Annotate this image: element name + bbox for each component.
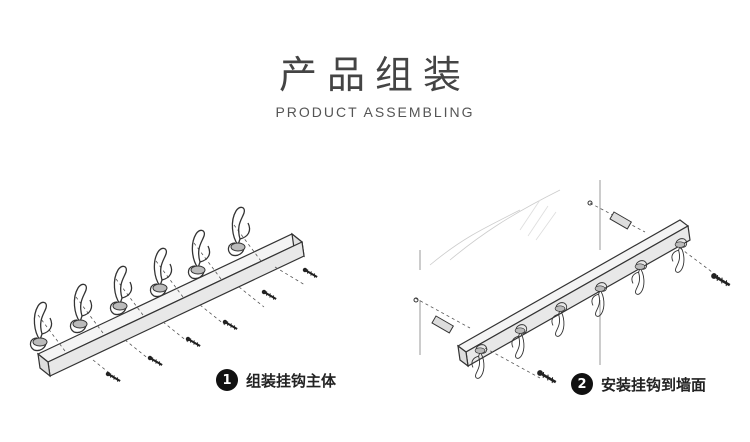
step-1-number-badge: 1 — [216, 369, 238, 391]
page-title: 产品组装 — [278, 53, 471, 97]
step2-diagram — [413, 180, 733, 386]
step-1-label: 组装挂钩主体 — [246, 371, 337, 390]
step-2-number-badge: 2 — [571, 373, 593, 395]
step-2-label: 安装挂钩到墙面 — [601, 375, 707, 394]
step1-diagram — [29, 206, 320, 384]
page-subtitle: PRODUCT ASSEMBLING — [275, 104, 475, 120]
step-1-caption: 1 组装挂钩主体 — [216, 369, 336, 391]
step-2-caption: 2 安装挂钩到墙面 — [571, 373, 706, 395]
